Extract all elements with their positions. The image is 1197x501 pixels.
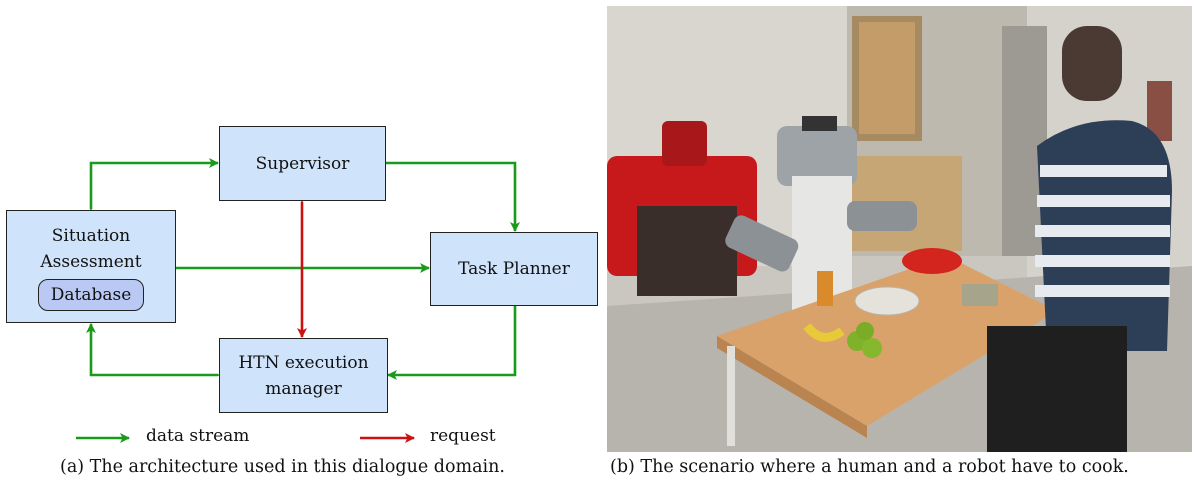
supervisor-box: Supervisor: [219, 126, 386, 201]
situation-label-1: Situation: [51, 225, 131, 246]
database-box: Database: [37, 278, 145, 311]
htn-execution-manager-box: HTN execution manager: [219, 338, 388, 413]
htn-label-1: HTN execution: [238, 352, 369, 373]
task-planner-box: Task Planner: [430, 232, 598, 306]
task-planner-label: Task Planner: [458, 259, 570, 279]
caption-right: (b) The scenario where a human and a rob…: [610, 457, 1129, 477]
legend-request-label: request: [430, 426, 496, 446]
arrow-supervisor-taskplanner: [377, 158, 520, 232]
scenario-photo: [607, 6, 1192, 452]
caption-left: (a) The architecture used in this dialog…: [60, 457, 505, 477]
arrow-situation-supervisor: [86, 158, 219, 218]
architecture-arrows: [76, 158, 520, 443]
situation-label-2: Assessment: [40, 251, 142, 272]
situation-assessment-box: Situation Assessment Database: [6, 210, 176, 323]
arrow-htn-situation: [86, 323, 227, 380]
arrow-taskplanner-htn: [387, 306, 517, 380]
legend-data-stream-label: data stream: [146, 426, 250, 446]
supervisor-label: Supervisor: [255, 153, 350, 174]
htn-label-2: manager: [265, 378, 342, 399]
